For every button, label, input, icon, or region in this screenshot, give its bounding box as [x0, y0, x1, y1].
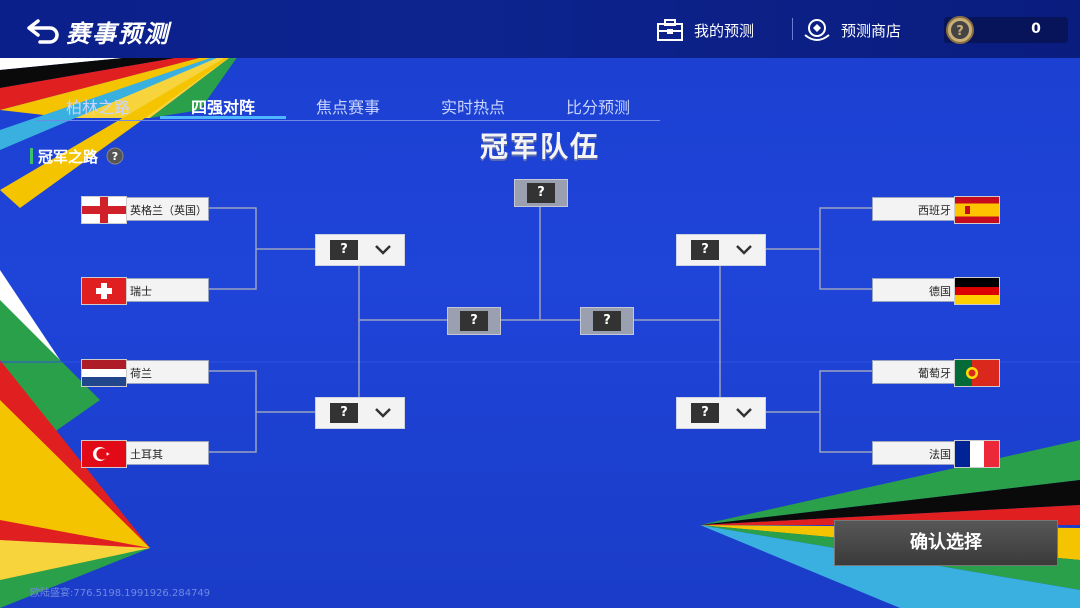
germany-flag-icon [954, 277, 1000, 305]
england-flag-icon [81, 196, 127, 224]
ribbon-bottom-left [0, 270, 150, 608]
divider [792, 18, 793, 40]
my-predictions-button[interactable]: 我的预测 [656, 15, 754, 45]
chevron-down-icon [375, 408, 391, 418]
tab-score-prediction[interactable]: 比分预测 [565, 98, 630, 117]
team-name: 葡萄牙 [918, 367, 951, 380]
unknown-mark: ? [527, 183, 555, 203]
team-netherlands[interactable]: 荷兰 [81, 359, 209, 387]
team-name: 法国 [929, 448, 951, 461]
confirm-button[interactable]: 确认选择 [834, 520, 1058, 566]
switzerland-flag-icon [81, 277, 127, 305]
footer-id-text: 欧陆盛宴:776.5198.1991926.284749 [30, 588, 211, 599]
spain-flag-icon [954, 196, 1000, 224]
tab-semi-finals[interactable]: 四强对阵 [190, 98, 255, 117]
my-predictions-label: 我的预测 [694, 21, 755, 40]
team-name: 德国 [929, 285, 951, 298]
champion-title: 冠军队伍 [479, 130, 600, 163]
tab-road-to-berlin[interactable]: 柏林之路 [65, 98, 130, 117]
coin-icon: ? [946, 16, 974, 44]
finalist-left-slot: ? [447, 307, 501, 335]
tab-live-hot[interactable]: 实时热点 [440, 98, 505, 117]
team-name: 荷兰 [130, 367, 152, 380]
help-icon[interactable]: ? [106, 147, 124, 165]
chevron-down-icon [736, 245, 752, 255]
briefcase-icon [657, 19, 683, 41]
pick-left-bottom-dropdown[interactable]: ? [315, 397, 405, 429]
active-tab-indicator [160, 116, 286, 119]
svg-text:?: ? [112, 150, 118, 163]
unknown-mark: ? [330, 403, 358, 423]
team-name: 英格兰（英国） [130, 204, 207, 217]
team-france[interactable]: 法国 [872, 440, 1000, 468]
section-label: 冠军之路 [38, 147, 99, 166]
team-name: 土耳其 [130, 448, 163, 461]
team-switzerland[interactable]: 瑞士 [81, 277, 209, 305]
page-title: 赛事预测 [66, 20, 170, 48]
team-turkey[interactable]: 土耳其 [81, 440, 209, 468]
prediction-shop-button[interactable]: 预测商店 [803, 15, 901, 45]
unknown-mark: ? [330, 240, 358, 260]
team-name: 西班牙 [918, 204, 951, 217]
champion-slot: ? [514, 179, 568, 207]
svg-text:?: ? [956, 24, 964, 39]
netherlands-flag-icon [81, 359, 127, 387]
top-bar [0, 0, 1080, 58]
chevron-down-icon [736, 408, 752, 418]
portugal-flag-icon [954, 359, 1000, 387]
turkey-flag-icon [81, 440, 127, 468]
coin-value: 0 [1031, 21, 1041, 37]
france-flag-icon [954, 440, 1000, 468]
team-portugal[interactable]: 葡萄牙 [872, 359, 1000, 387]
chevron-down-icon [375, 245, 391, 255]
back-arrow-icon[interactable] [26, 18, 60, 44]
pick-left-top-dropdown[interactable]: ? [315, 234, 405, 266]
team-england[interactable]: 英格兰（英国） [81, 196, 209, 224]
shop-icon [804, 19, 830, 41]
team-germany[interactable]: 德国 [872, 277, 1000, 305]
section-accent [30, 148, 33, 164]
unknown-mark: ? [691, 240, 719, 260]
unknown-mark: ? [691, 403, 719, 423]
tab-focus-matches[interactable]: 焦点赛事 [315, 98, 380, 117]
prediction-shop-label: 预测商店 [841, 21, 902, 40]
pick-right-top-dropdown[interactable]: ? [676, 234, 766, 266]
unknown-mark: ? [593, 311, 621, 331]
tab-bar: 柏林之路 四强对阵 焦点赛事 实时热点 比分预测 [36, 94, 660, 121]
team-spain[interactable]: 西班牙 [872, 196, 1000, 224]
finalist-right-slot: ? [580, 307, 634, 335]
unknown-mark: ? [460, 311, 488, 331]
section-header: 冠军之路 ? [30, 146, 124, 166]
team-name: 瑞士 [130, 285, 152, 298]
pick-right-bottom-dropdown[interactable]: ? [676, 397, 766, 429]
